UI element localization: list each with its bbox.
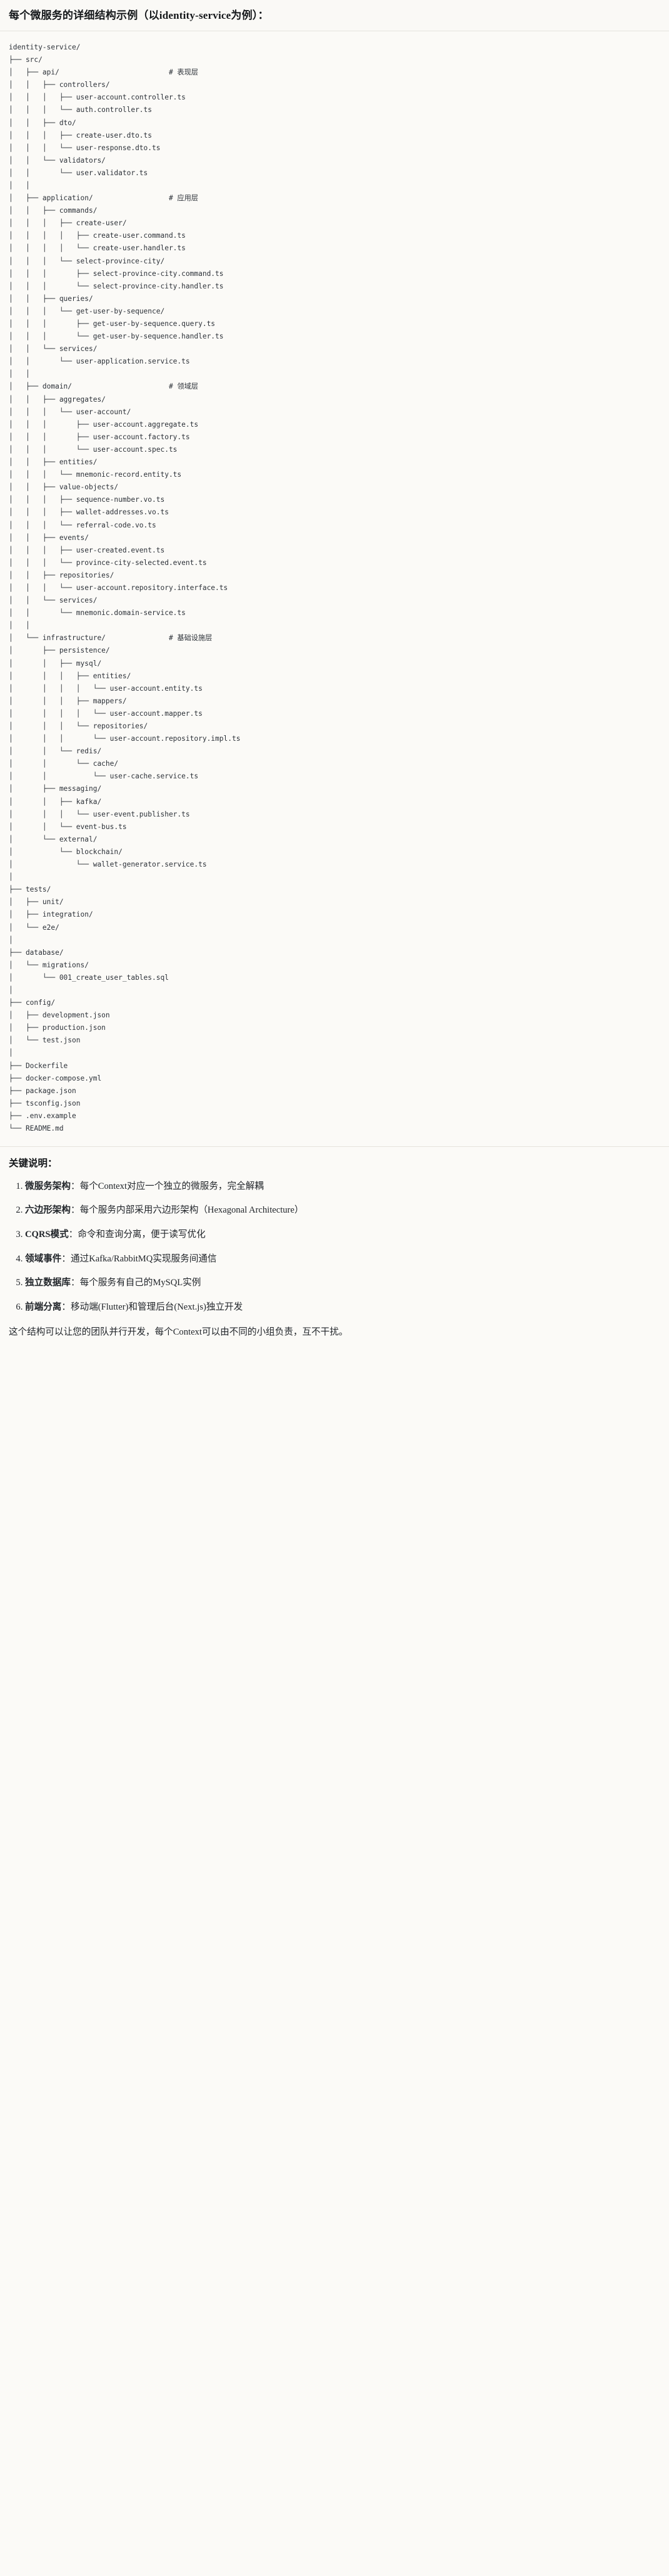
note-lead: CQRS模式 [25,1229,69,1240]
key-notes-title: 关键说明： [9,1158,58,1169]
directory-tree: identity-service/ ├── src/ │ ├── api/ # … [9,43,241,1133]
list-item: 微服务架构：每个Context对应一个独立的微服务，完全解耦 [25,1179,660,1194]
note-body: 每个服务内部采用六边形架构（Hexagonal Architecture） [79,1205,304,1216]
note-separator: ： [61,1301,71,1312]
closing-paragraph: 这个结构可以让您的团队并行开发，每个Context可以由不同的小组负责，互不干扰… [9,1327,348,1338]
list-item: 领域事件：通过Kafka/RabbitMQ实现服务间通信 [25,1252,660,1266]
note-lead: 前端分离 [25,1301,62,1312]
note-lead: 微服务架构 [25,1181,71,1191]
list-item: 前端分离：移动端(Flutter)和管理后台(Next.js)独立开发 [25,1300,660,1315]
list-item: 六边形架构：每个服务内部采用六边形架构（Hexagonal Architectu… [25,1203,660,1218]
note-lead: 领域事件 [25,1253,62,1264]
note-separator: ： [70,1278,80,1288]
key-notes-list: 微服务架构：每个Context对应一个独立的微服务，完全解耦 六边形架构：每个服… [9,1179,660,1315]
note-lead: 独立数据库 [25,1278,71,1288]
note-body: 每个服务有自己的MySQL实例 [79,1278,201,1288]
list-item: CQRS模式：命令和查询分离，便于读写优化 [25,1228,660,1242]
document-header: 每个微服务的详细结构示例（以identity-service为例）： [0,0,669,31]
note-separator: ： [68,1229,78,1240]
page-title: 每个微服务的详细结构示例（以identity-service为例）： [9,9,269,21]
note-separator: ： [70,1205,80,1216]
note-body: 通过Kafka/RabbitMQ实现服务间通信 [71,1253,217,1264]
key-notes-section: 关键说明： 微服务架构：每个Context对应一个独立的微服务，完全解耦 六边形… [0,1147,669,1353]
note-body: 移动端(Flutter)和管理后台(Next.js)独立开发 [71,1301,243,1312]
note-separator: ： [70,1181,80,1191]
note-body: 命令和查询分离，便于读写优化 [78,1229,206,1240]
note-body: 每个Context对应一个独立的微服务，完全解耦 [79,1181,264,1191]
code-block: identity-service/ ├── src/ │ ├── api/ # … [0,31,669,1148]
note-separator: ： [61,1253,71,1264]
note-lead: 六边形架构 [25,1205,71,1216]
list-item: 独立数据库：每个服务有自己的MySQL实例 [25,1276,660,1290]
